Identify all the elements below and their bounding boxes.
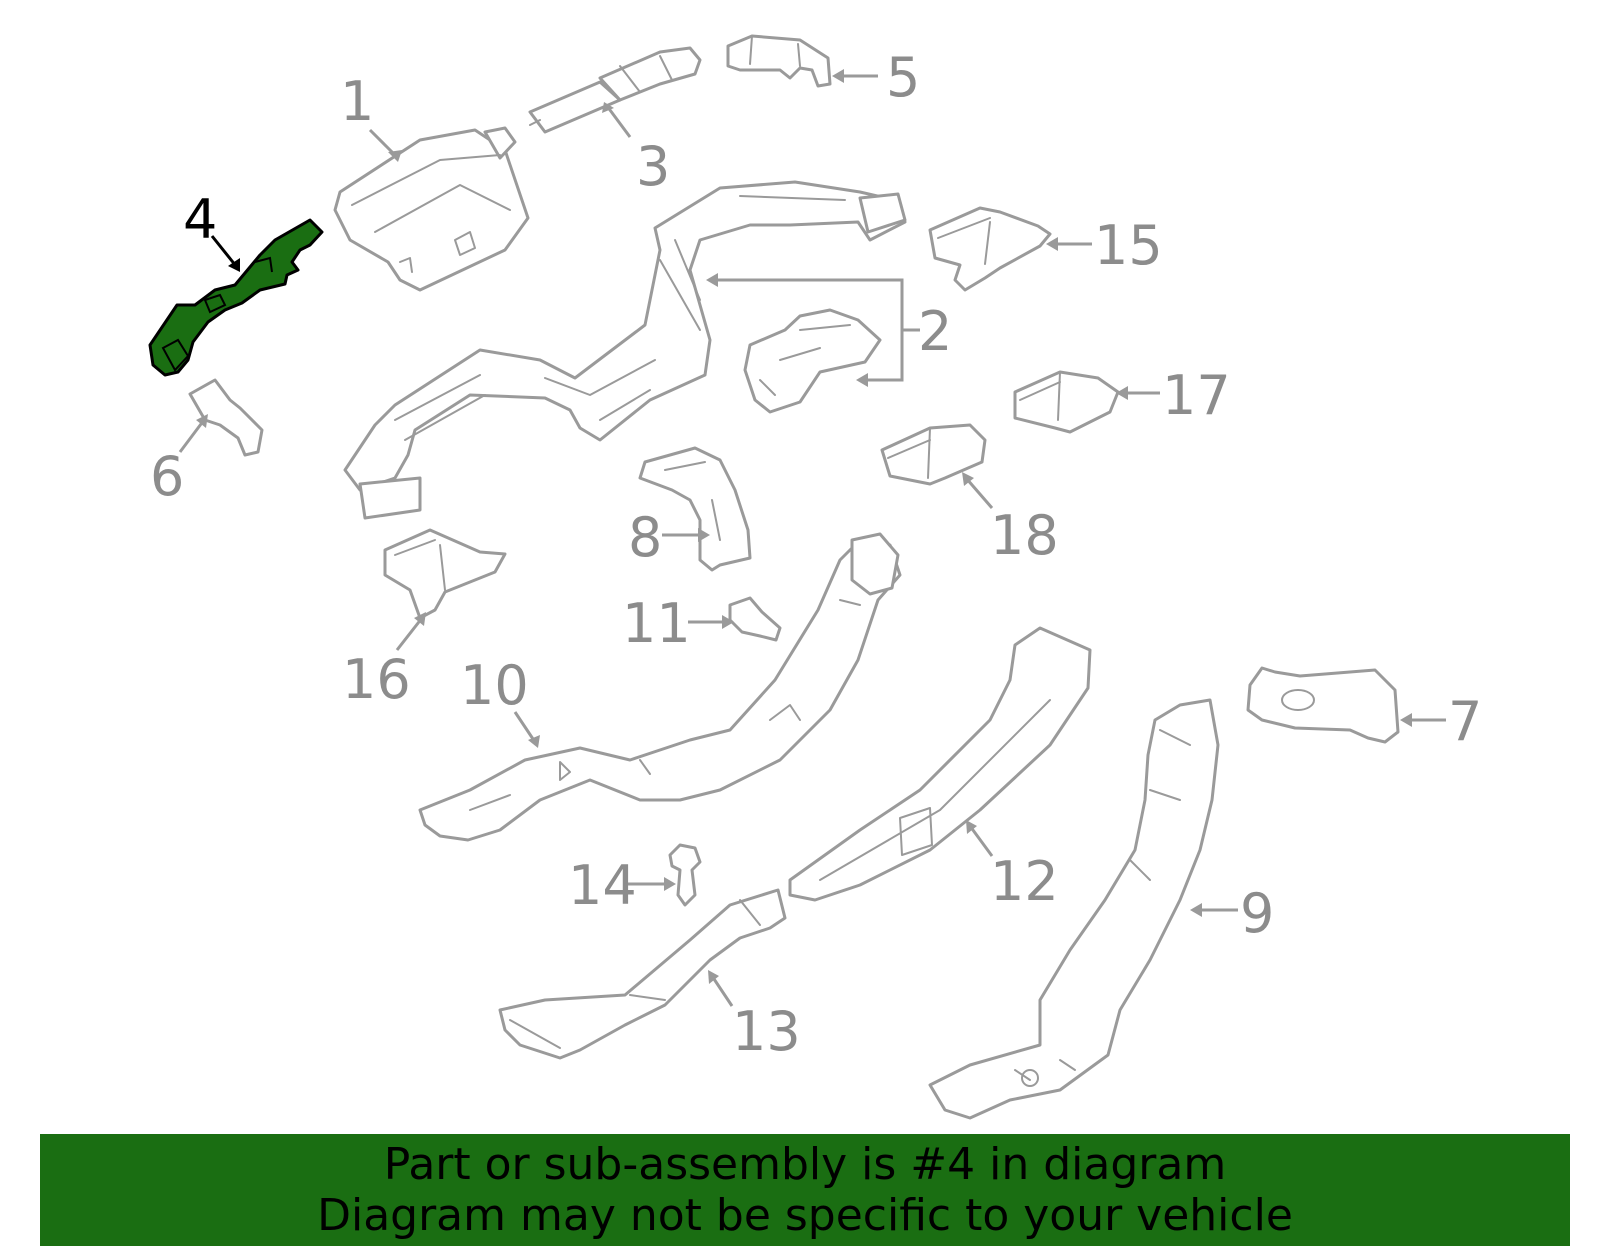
callout-15[interactable]: 15 — [1094, 214, 1163, 277]
callout-16[interactable]: 16 — [342, 648, 411, 711]
part-6-shape[interactable] — [188, 378, 264, 457]
callout-18[interactable]: 18 — [990, 504, 1059, 567]
callout-1[interactable]: 1 — [340, 70, 374, 133]
leader-lines — [178, 69, 1446, 1007]
callout-12[interactable]: 12 — [990, 850, 1059, 913]
part-15-shape[interactable] — [928, 206, 1052, 292]
part-16-shape[interactable] — [383, 528, 507, 620]
callout-10[interactable]: 10 — [460, 654, 529, 717]
callout-9[interactable]: 9 — [1240, 882, 1274, 945]
callout-14[interactable]: 14 — [568, 854, 637, 917]
callout-labels: 1 2 3 4 5 6 7 8 9 10 11 12 13 14 15 16 1… — [150, 46, 1482, 1063]
part-10-shape[interactable] — [418, 532, 902, 842]
callout-17[interactable]: 17 — [1162, 364, 1231, 427]
callout-5[interactable]: 5 — [886, 46, 920, 109]
part-2-shape[interactable] — [343, 180, 907, 520]
callout-6[interactable]: 6 — [150, 445, 184, 508]
part-11-shape[interactable] — [728, 596, 782, 642]
callout-8[interactable]: 8 — [628, 506, 662, 569]
callout-2[interactable]: 2 — [918, 300, 952, 363]
banner-line-part: Part or sub-assembly is #4 in diagram — [383, 1139, 1227, 1190]
part-13-shape[interactable] — [498, 888, 787, 1060]
part-18-shape[interactable] — [880, 423, 987, 486]
part-1-shape[interactable] — [333, 126, 530, 292]
part-9-shape[interactable] — [928, 698, 1220, 1120]
part-3-shape[interactable] — [528, 46, 702, 134]
part-8-shape[interactable] — [638, 446, 752, 572]
part-7-shape[interactable] — [1246, 666, 1400, 744]
info-banner: Part or sub-assembly is #4 in diagram Di… — [40, 1134, 1570, 1246]
part-4-highlighted[interactable] — [148, 218, 324, 377]
callout-11[interactable]: 11 — [622, 592, 691, 655]
callout-13[interactable]: 13 — [732, 1000, 801, 1063]
callout-3[interactable]: 3 — [636, 135, 670, 198]
part-5-shape[interactable] — [726, 34, 832, 88]
part-12-shape[interactable] — [788, 626, 1092, 902]
part-17-shape[interactable] — [1013, 370, 1120, 434]
callout-4[interactable]: 4 — [183, 188, 217, 251]
banner-line-disclaimer: Diagram may not be specific to your vehi… — [317, 1190, 1293, 1241]
callout-7[interactable]: 7 — [1448, 690, 1482, 753]
part-14-shape[interactable] — [668, 843, 702, 907]
